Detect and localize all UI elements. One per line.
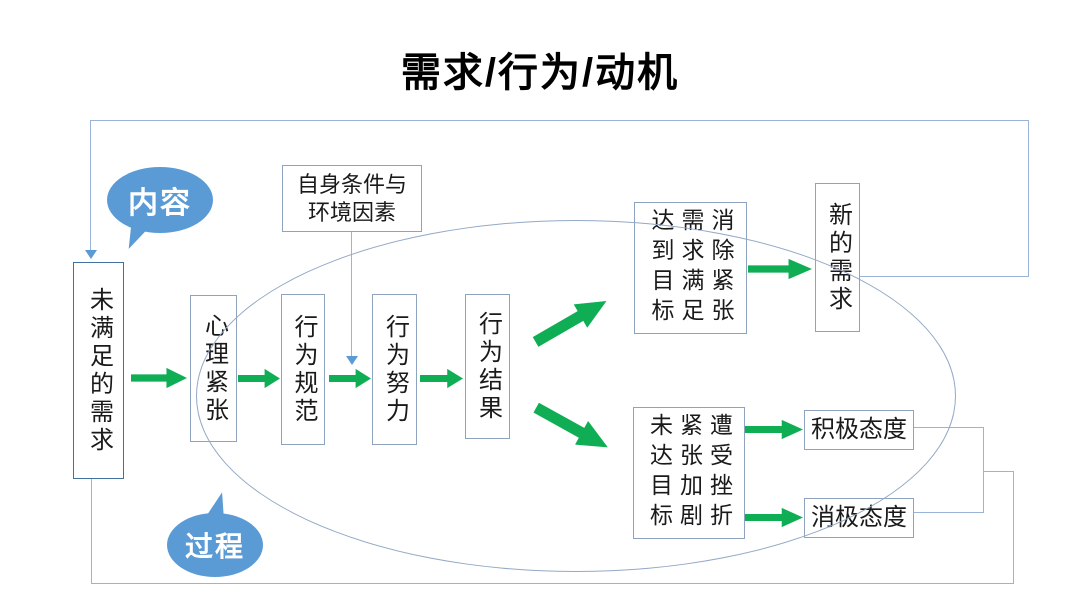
arrow-tension-to-norm-icon [238,368,280,389]
unmet-need-label: 未满足的需求 [85,286,113,455]
arrow-result-to-goal-reached-icon [529,289,614,353]
behavior-norm-label: 行为规范 [290,313,317,426]
positive-attitude-label: 积极态度 [811,416,907,443]
new-need-label: 新的需求 [824,201,852,314]
return-bottom-line [91,583,1014,585]
return-right-line [1013,471,1015,584]
factors-arrowhead-icon [346,356,358,365]
arrow-missed-to-negative-icon [745,507,803,528]
box-psych-tension: 心理紧张 [190,295,237,442]
arrow-norm-to-effort-icon [329,368,371,389]
goal-missed-col2: 紧张加剧 [676,413,703,533]
process-bubble-label: 过程 [184,531,245,562]
return-left-line [91,477,93,584]
feedback-arrowhead-icon [85,250,97,259]
arrow-missed-to-positive-icon [745,419,803,440]
goal-reached-col2: 需求满足 [678,208,704,328]
feedback-left-line [90,120,92,251]
bracket-negative-line [912,512,984,514]
box-behavior-result: 行为结果 [465,294,510,439]
external-factors-line2: 环境因素 [307,199,396,225]
box-goal-reached: 达到目标 需求满足 消除紧张 [634,202,747,334]
factors-connector-line [351,230,353,358]
external-factors-line1: 自身条件与 [296,171,407,197]
box-external-factors: 自身条件与 环境因素 [282,165,422,232]
box-positive-attitude: 积极态度 [804,410,914,450]
arrow-result-to-goal-missed-icon [530,396,615,459]
box-goal-missed: 未达目标 紧张加剧 遭受挫折 [633,407,745,539]
bracket-positive-line [912,427,984,429]
goal-missed-col3: 遭受挫折 [706,413,733,533]
box-behavior-effort: 行为努力 [372,294,417,445]
bracket-vertical-line [983,427,985,513]
goal-reached-col1: 达到目标 [648,208,674,328]
slide-title: 需求/行为/动机 [400,51,680,95]
negative-attitude-label: 消极态度 [811,504,907,531]
behavior-effort-label: 行为努力 [381,313,409,426]
goal-missed-col1: 未达目标 [646,413,673,533]
feedback-top-line [90,120,1029,122]
content-bubble: 内容 [107,167,213,233]
box-unmet-need: 未满足的需求 [73,262,124,479]
content-bubble-label: 内容 [128,187,192,220]
goal-reached-col3: 消除紧张 [708,208,734,328]
feedback-right-line [1028,120,1030,277]
arrow-effort-to-result-icon [420,368,463,389]
arrow-goal-to-new-need-icon [748,258,812,280]
box-new-need: 新的需求 [815,183,860,332]
arrow-unmet-to-tension-icon [131,367,187,389]
feedback-newneed-line [858,276,1029,278]
box-negative-attitude: 消极态度 [804,498,914,538]
process-bubble: 过程 [167,513,263,577]
box-behavior-norm: 行为规范 [281,294,325,445]
psych-tension-label: 心理紧张 [200,312,228,425]
behavior-result-label: 行为结果 [474,310,502,423]
bracket-stem-line [983,471,1014,473]
